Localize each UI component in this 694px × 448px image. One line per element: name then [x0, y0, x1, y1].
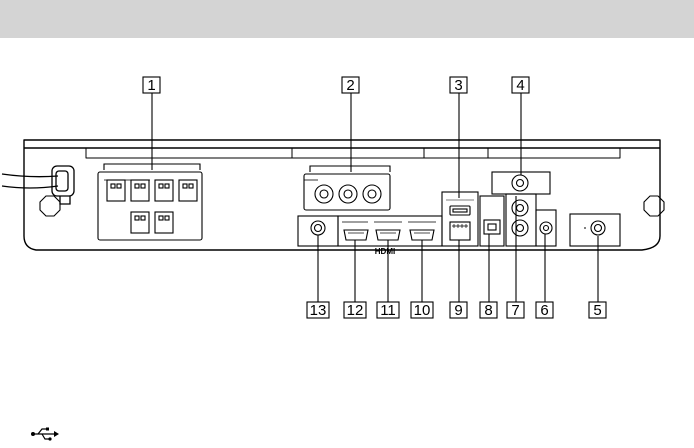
callout-11: 11: [377, 302, 399, 319]
hdmi-logo: HDMI: [375, 247, 395, 256]
usb-icon: [30, 426, 60, 442]
svg-text:6: 6: [540, 302, 548, 319]
svg-text:11: 11: [380, 302, 396, 319]
callout-9: 9: [450, 302, 467, 319]
svg-text:7: 7: [511, 302, 519, 319]
svg-text:12: 12: [347, 302, 364, 319]
callout-1: 1: [143, 77, 160, 94]
svg-text:1: 1: [147, 77, 155, 94]
callout-3: 3: [450, 77, 467, 94]
svg-text:4: 4: [516, 77, 524, 94]
audio-panel: [492, 172, 556, 246]
leader-lines: [104, 93, 598, 302]
callout-10: 10: [411, 302, 433, 319]
svg-text:13: 13: [310, 302, 327, 319]
callout-5: 5: [589, 302, 606, 319]
usb-lan-panel: [442, 192, 478, 246]
component-video-jacks: [304, 174, 390, 210]
callout-13: 13: [307, 302, 329, 319]
coaxial-input: [570, 214, 620, 246]
callout-6: 6: [536, 302, 553, 319]
callout-7: 7: [507, 302, 524, 319]
callout-4: 4: [512, 77, 529, 94]
callout-8: 8: [480, 302, 497, 319]
optical-input: [480, 196, 504, 246]
callout-12: 12: [344, 302, 366, 319]
svg-text:8: 8: [484, 302, 492, 319]
svg-text:10: 10: [414, 302, 431, 319]
svg-text:2: 2: [346, 77, 354, 94]
svg-text:5: 5: [593, 302, 601, 319]
svg-text:9: 9: [454, 302, 462, 319]
hdmi-panel: [338, 216, 442, 246]
svg-text:3: 3: [454, 77, 462, 94]
callout-2: 2: [342, 77, 359, 94]
speaker-terminal-block: [98, 172, 202, 240]
power-cord: [2, 166, 74, 204]
